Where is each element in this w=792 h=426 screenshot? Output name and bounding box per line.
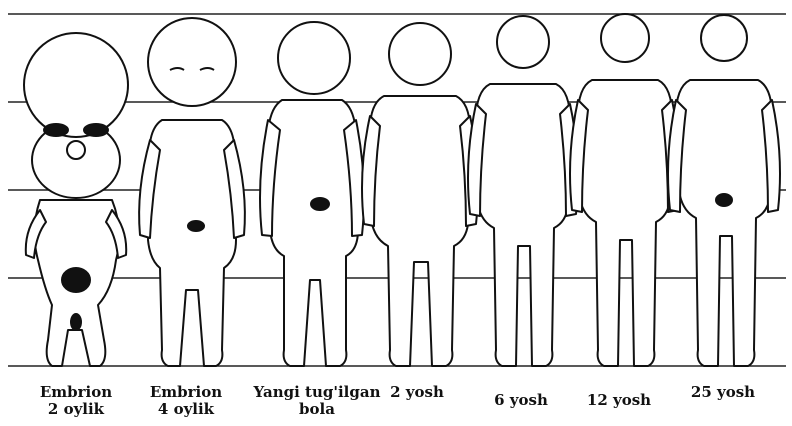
caption-line-2: 4 oylik bbox=[146, 401, 226, 418]
caption-embryo-4-months: Embrion 4 oylik bbox=[146, 384, 226, 418]
caption-line-1: 25 yosh bbox=[684, 384, 762, 401]
figure-6-years bbox=[468, 16, 578, 366]
caption-line-1: Embrion bbox=[146, 384, 226, 401]
figure-2-years bbox=[362, 23, 478, 366]
caption-2-years: 2 yosh bbox=[386, 384, 448, 401]
caption-line-1: 2 yosh bbox=[386, 384, 448, 401]
caption-line-1: Embrion bbox=[36, 384, 116, 401]
caption-embryo-2-months: Embrion 2 oylik bbox=[36, 384, 116, 418]
caption-line-2: bola bbox=[248, 401, 386, 418]
figure-embryo-2-months bbox=[24, 33, 128, 366]
caption-line-1: 12 yosh bbox=[584, 392, 654, 409]
caption-newborn: Yangi tug'ilgan bola bbox=[248, 384, 386, 418]
figure-25-years bbox=[668, 15, 780, 366]
caption-25-years: 25 yosh bbox=[684, 384, 762, 401]
figure-newborn bbox=[260, 22, 364, 366]
caption-line-1: 6 yosh bbox=[490, 392, 552, 409]
caption-line-2: 2 oylik bbox=[36, 401, 116, 418]
caption-6-years: 6 yosh bbox=[490, 392, 552, 409]
caption-line-1: Yangi tug'ilgan bbox=[248, 384, 386, 401]
caption-12-years: 12 yosh bbox=[584, 392, 654, 409]
figure-12-years bbox=[570, 14, 680, 366]
figure-embryo-4-months bbox=[139, 18, 245, 366]
